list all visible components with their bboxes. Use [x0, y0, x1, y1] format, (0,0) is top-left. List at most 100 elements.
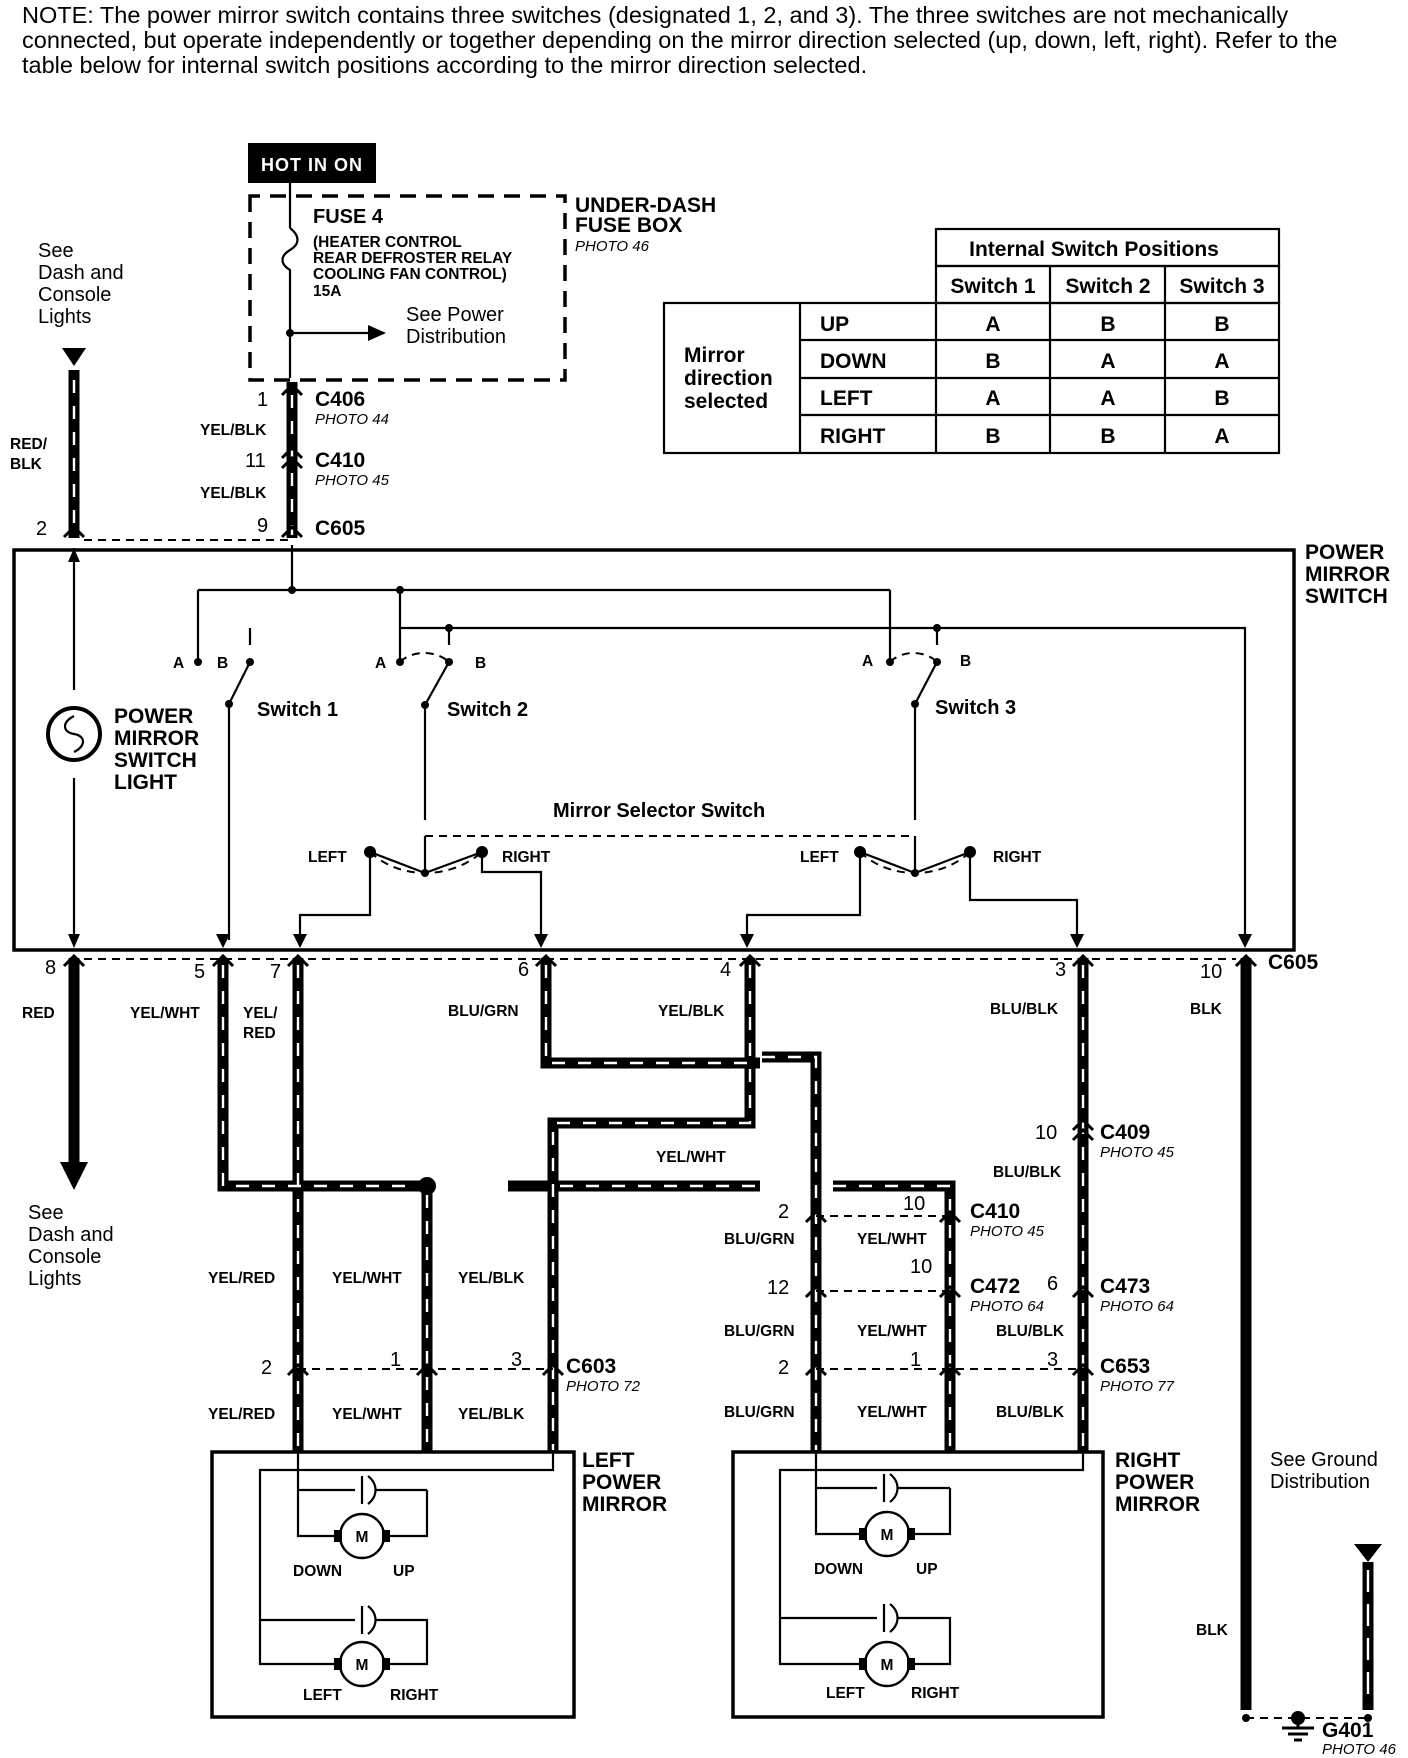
- switch-light-filament: [63, 715, 85, 753]
- left-motor-ud-brush-l: [334, 1530, 342, 1542]
- wire-yel-wht-5: YEL/WHT: [857, 1404, 927, 1421]
- right-motor-lr-m: M: [881, 1657, 894, 1674]
- table-col-switch3: Switch 3: [1179, 275, 1264, 298]
- switch-title-2: MIRROR: [1305, 563, 1390, 586]
- table-dir-up: UP: [820, 313, 849, 336]
- fuse-symbol: [281, 227, 299, 282]
- c653-photo: PHOTO 77: [1100, 1378, 1175, 1395]
- pin-10-c409: 10: [1035, 1122, 1057, 1144]
- c472-label: C472: [970, 1275, 1020, 1298]
- wire-blu-grn-2: BLU/GRN: [724, 1231, 795, 1248]
- switch-title-3: SWITCH: [1305, 585, 1388, 608]
- table-row-label-1: Mirror: [684, 344, 745, 367]
- c410-top-label: C410: [315, 449, 365, 472]
- right-mirror-down: DOWN: [814, 1561, 863, 1578]
- pin-4: 4: [720, 959, 731, 981]
- wire-yel-red-1: YEL/RED: [208, 1270, 275, 1287]
- switch-light-2: MIRROR: [114, 727, 199, 750]
- table-dir-right: RIGHT: [820, 425, 886, 448]
- pin-10: 10: [1200, 961, 1222, 983]
- sw3-b: B: [960, 653, 971, 670]
- mid-connector-marks: [286, 1209, 1095, 1377]
- see-ground-1: See Ground: [1270, 1449, 1378, 1471]
- see-dash-top-arrow: [62, 348, 86, 366]
- right-mirror-right: RIGHT: [911, 1685, 960, 1702]
- sw2-a: A: [375, 655, 386, 672]
- ground-node-l: [1242, 1714, 1250, 1722]
- table-down-s2: A: [1100, 350, 1115, 373]
- table-col-switch2: Switch 2: [1065, 275, 1150, 298]
- left-motor-lr-brush-l: [334, 1658, 342, 1670]
- c410-top-photo: PHOTO 45: [315, 472, 390, 489]
- switch-2-label: Switch 2: [447, 699, 528, 721]
- c473-label: C473: [1100, 1275, 1150, 1298]
- wire-yel-wht-2: YEL/WHT: [656, 1149, 726, 1166]
- right-mirror-box: [731, 1450, 1105, 1719]
- left-motor-ud-m: M: [356, 1529, 369, 1546]
- pin-1-c603: 1: [390, 1349, 401, 1371]
- sw1-b: B: [217, 655, 228, 672]
- left-motor-lr-m: M: [356, 1657, 369, 1674]
- wire-yel-blk-5: YEL/BLK: [458, 1406, 525, 1423]
- c653-label: C653: [1100, 1355, 1150, 1378]
- g401-photo: PHOTO 46: [1322, 1741, 1397, 1758]
- pin-1-c406: 1: [257, 389, 268, 411]
- left-mirror-right: RIGHT: [390, 1687, 439, 1704]
- pin-2-c603: 2: [261, 1357, 272, 1379]
- ground-point: [1291, 1711, 1305, 1725]
- see-dash-bottom-4: Lights: [28, 1268, 81, 1290]
- switch-internal-wiring: [72, 545, 1247, 940]
- sw3-a: A: [862, 653, 873, 670]
- fuse-desc-2: REAR DEFROSTER RELAY: [313, 250, 513, 267]
- c472-photo: PHOTO 64: [970, 1298, 1044, 1315]
- right-mirror-3: MIRROR: [1115, 1493, 1200, 1516]
- c603-photo: PHOTO 72: [566, 1378, 641, 1395]
- c605-bottom-marks: [62, 953, 1258, 968]
- fuse-box-outline: [248, 194, 567, 382]
- see-ground-2: Distribution: [1270, 1471, 1370, 1493]
- see-dash-top-3: Console: [38, 284, 111, 306]
- power-mirror-switch-box: [12, 548, 1296, 952]
- table-right-s3: A: [1214, 425, 1229, 448]
- left-mirror-3: MIRROR: [582, 1493, 667, 1516]
- pin-5: 5: [194, 961, 205, 983]
- table-left-s2: A: [1100, 387, 1115, 410]
- pin-6-c473: 6: [1047, 1273, 1058, 1295]
- wire-blu-grn-4: BLU/GRN: [724, 1404, 795, 1421]
- fuse-4-label: FUSE 4: [313, 206, 384, 228]
- right-mirror-up: UP: [916, 1561, 938, 1578]
- pin-2-c410: 2: [778, 1201, 789, 1223]
- fuse-amp: 15A: [313, 283, 341, 300]
- left-mirror-down: DOWN: [293, 1563, 342, 1580]
- right-mirror-2: POWER: [1115, 1471, 1194, 1494]
- fuse-box-title-1: UNDER-DASH: [575, 194, 716, 217]
- see-dash-top-2: Dash and: [38, 262, 124, 284]
- wire-yel-wht-6: YEL/WHT: [332, 1270, 402, 1287]
- pin-9-c605: 9: [257, 515, 268, 537]
- pin-2-c653: 2: [778, 1357, 789, 1379]
- left-mirror-2: POWER: [582, 1471, 661, 1494]
- see-dash-bottom-3: Console: [28, 1246, 101, 1268]
- wire-yel-wht-7: YEL/WHT: [332, 1406, 402, 1423]
- wire-red-blk-2: BLK: [10, 456, 43, 473]
- pin-3: 3: [1055, 959, 1066, 981]
- pin-8: 8: [45, 957, 56, 979]
- table-right-s1: B: [985, 425, 1000, 448]
- left-mirror-internals: [258, 1452, 555, 1666]
- note-text: NOTE: The power mirror switch contains t…: [22, 2, 1338, 78]
- table-dir-down: DOWN: [820, 350, 887, 373]
- see-dash-bottom-arrow: [60, 1162, 88, 1190]
- right-motor-ud-brush-l: [859, 1528, 867, 1540]
- see-power-2: Distribution: [406, 326, 506, 348]
- wire-yel-blk-1: YEL/BLK: [200, 422, 267, 439]
- c605-top-label: C605: [315, 517, 366, 540]
- wire-yel-red-2: YEL/RED: [208, 1406, 275, 1423]
- pin-10-c472: 10: [910, 1256, 932, 1278]
- switch-position-table: [662, 227, 1281, 455]
- wire-yel-blk-3: YEL/BLK: [658, 1003, 725, 1020]
- right-mirror-internals: [778, 1452, 1085, 1666]
- switch-light-arrow-up: [68, 548, 80, 562]
- pin-3-c603: 3: [511, 1349, 522, 1371]
- table-row-label-2: direction: [684, 367, 773, 390]
